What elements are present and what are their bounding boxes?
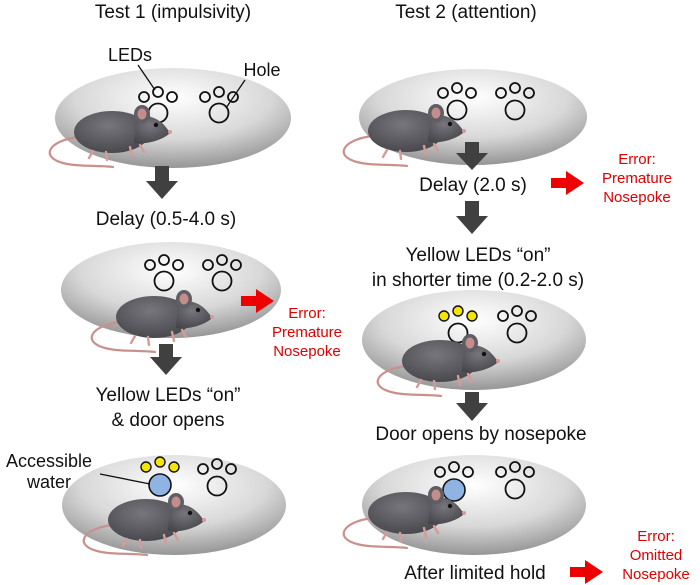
arena-test1-initial	[50, 68, 291, 168]
flow-arrow-down	[456, 201, 488, 234]
arena-test2-door-open	[344, 455, 586, 555]
water-hole	[443, 479, 465, 501]
arena-test2-leds-on	[362, 290, 586, 396]
accessible-water-label: Accessible water	[6, 451, 92, 492]
door-opens-label: Door opens by nosepoke	[375, 425, 586, 445]
test2-title: Test 2 (attention)	[395, 3, 537, 23]
error-text-premature: Error: Premature Nosepoke	[272, 305, 342, 361]
error-text-premature: Error: Premature Nosepoke	[602, 151, 672, 207]
delay-label: Delay (0.5-4.0 s)	[96, 210, 236, 230]
hole-label: Hole	[243, 61, 280, 80]
error-arrow	[570, 560, 603, 584]
water-hole	[149, 474, 171, 496]
error-text-omitted: Error: Omitted Nosepoke	[622, 528, 690, 584]
flow-arrow-down	[150, 344, 182, 375]
delay-label: Delay (2.0 s)	[419, 176, 527, 196]
limited-hold-label: After limited hold	[404, 564, 546, 584]
flow-arrow-down	[146, 166, 178, 199]
yellow-leds-label: Yellow LEDs “on” & door opens	[95, 384, 240, 433]
flow-arrow-down	[456, 392, 488, 421]
test1-title: Test 1 (impulsivity)	[95, 3, 251, 23]
yellow-leds-label: Yellow LEDs “on” in shorter time (0.2-2.…	[372, 244, 584, 293]
error-arrow	[551, 171, 584, 195]
arena-test1-reward	[62, 455, 286, 555]
leds-label: LEDs	[108, 46, 152, 65]
